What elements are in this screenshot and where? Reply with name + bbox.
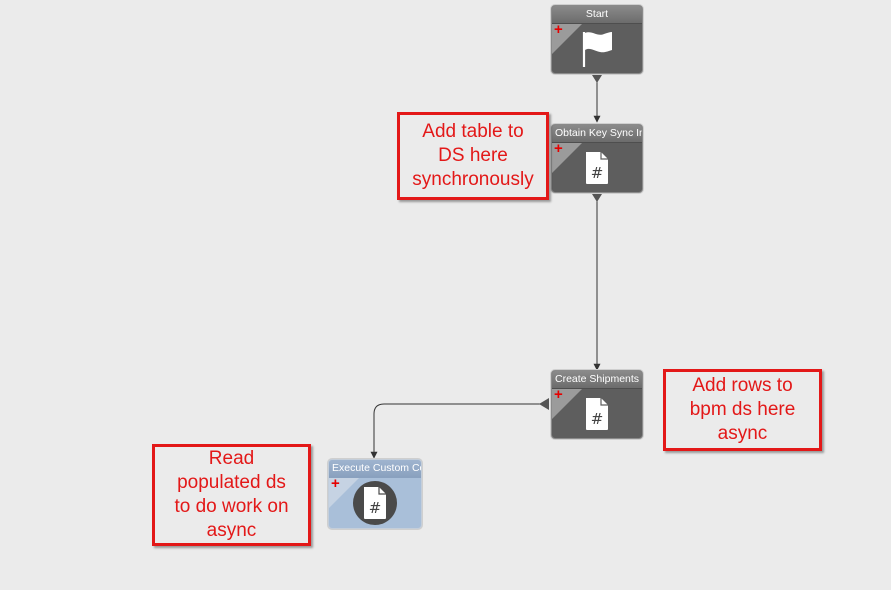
- node-start[interactable]: Start +: [551, 5, 643, 74]
- callout-text: Add rows to bpm ds here async: [689, 375, 796, 444]
- corner-fold: [552, 143, 582, 173]
- corner-fold: [552, 24, 582, 54]
- connector-create-to-execute[interactable]: [370, 398, 549, 459]
- node-title: Execute Custom Co: [329, 460, 421, 478]
- connector-obtain-to-create[interactable]: [592, 194, 602, 371]
- flag-icon: [582, 31, 612, 67]
- callout-text: Read populated ds to do work on async: [174, 448, 289, 541]
- node-title: Start: [552, 6, 642, 24]
- svg-text:#: #: [591, 410, 604, 428]
- node-title: Obtain Key Sync In: [552, 125, 642, 143]
- callout-read-ds: Read populated ds to do work on async: [152, 444, 311, 546]
- node-obtain-key-sync[interactable]: Obtain Key Sync In + #: [551, 124, 643, 193]
- node-title: Create Shipments: [552, 371, 642, 389]
- expand-plus-icon[interactable]: +: [554, 386, 563, 403]
- expand-plus-icon[interactable]: +: [554, 140, 563, 157]
- node-create-shipments[interactable]: Create Shipments + #: [551, 370, 643, 439]
- callout-text: Add table to DS here synchronously: [412, 121, 534, 190]
- callout-add-rows: Add rows to bpm ds here async: [663, 369, 822, 451]
- svg-text:#: #: [369, 499, 382, 517]
- corner-fold: [552, 389, 582, 419]
- hash-document-icon: #: [353, 481, 397, 525]
- hash-document-icon: #: [586, 397, 608, 430]
- expand-plus-icon[interactable]: +: [331, 475, 340, 492]
- svg-text:#: #: [591, 164, 604, 182]
- expand-plus-icon[interactable]: +: [554, 21, 563, 38]
- node-execute-custom-code[interactable]: Execute Custom Co + #: [328, 459, 422, 529]
- connector-start-to-obtain[interactable]: [592, 75, 602, 123]
- callout-add-table: Add table to DS here synchronously: [397, 112, 549, 200]
- hash-document-icon: #: [586, 151, 608, 184]
